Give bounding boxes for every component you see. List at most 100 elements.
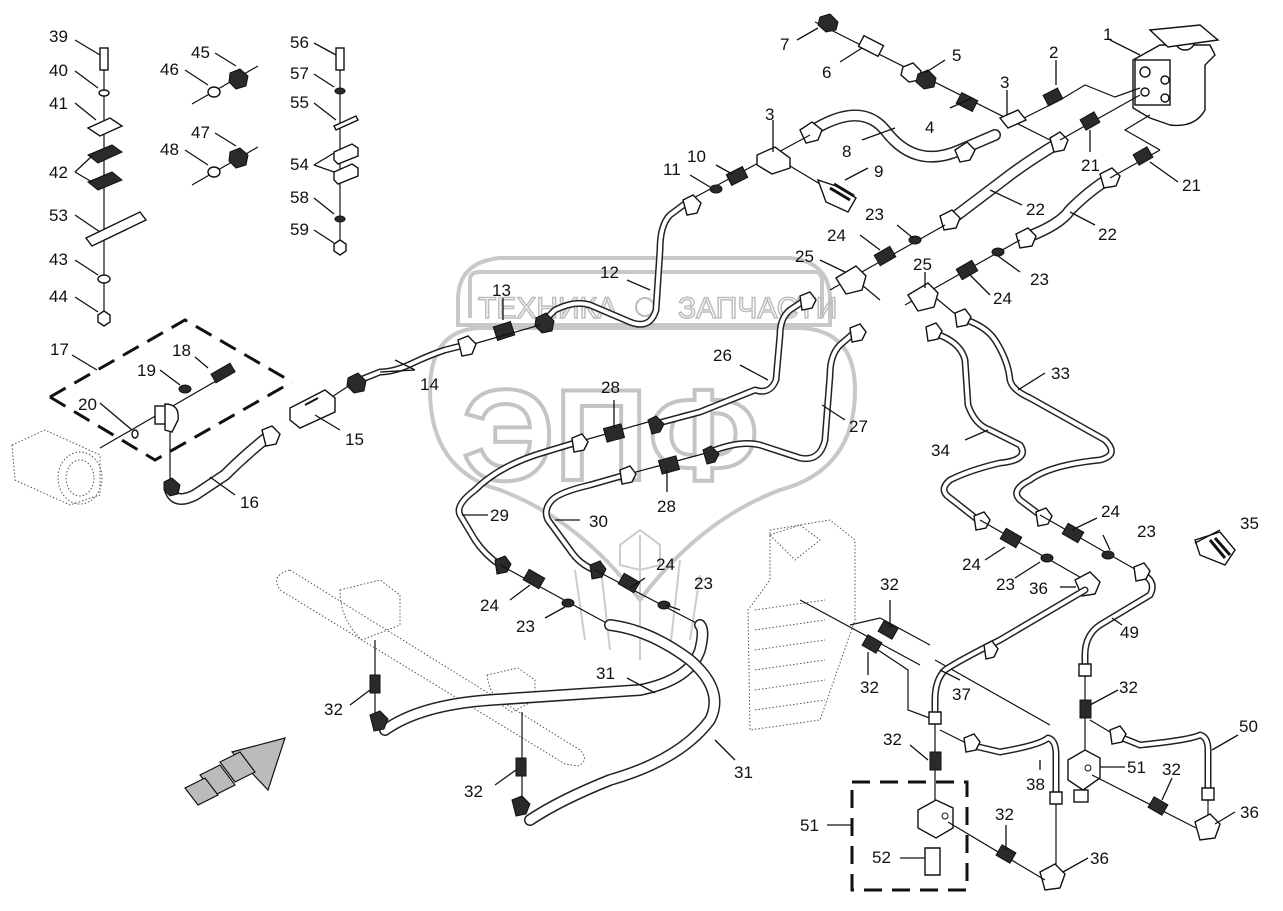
callout-23-e[interactable]: 23 — [996, 575, 1015, 594]
callout-23-d[interactable]: 23 — [694, 574, 713, 593]
tube-26[interactable] — [651, 291, 817, 428]
callout-24-d[interactable]: 24 — [656, 555, 675, 574]
callout-16[interactable]: 16 — [240, 493, 259, 512]
tube-29[interactable] — [455, 433, 589, 575]
adapter-10[interactable] — [725, 165, 749, 187]
callout-54[interactable]: 54 — [290, 155, 309, 174]
callout-24-a[interactable]: 24 — [827, 226, 846, 245]
callout-25-b[interactable]: 25 — [913, 255, 932, 274]
callout-8[interactable]: 8 — [842, 142, 851, 161]
tee-36b[interactable] — [1194, 813, 1221, 841]
callout-20[interactable]: 20 — [78, 395, 97, 414]
callout-28-upper[interactable]: 28 — [601, 378, 620, 397]
callout-32-f[interactable]: 32 — [1119, 678, 1138, 697]
callout-36-b[interactable]: 36 — [1240, 803, 1259, 822]
callout-42[interactable]: 42 — [49, 163, 68, 182]
callout-24-e[interactable]: 24 — [962, 555, 981, 574]
callout-21-upper[interactable]: 21 — [1081, 156, 1100, 175]
callout-32-a[interactable]: 32 — [324, 700, 343, 719]
washer-40[interactable] — [98, 89, 110, 97]
washer-23f[interactable] — [1101, 550, 1115, 560]
sleeve-46[interactable] — [207, 86, 221, 98]
callout-46[interactable]: 46 — [160, 60, 179, 79]
washer-23a[interactable] — [908, 235, 922, 245]
callout-27[interactable]: 27 — [849, 417, 868, 436]
callout-13[interactable]: 13 — [492, 281, 511, 300]
callout-23-a[interactable]: 23 — [865, 205, 884, 224]
callout-36-a[interactable]: 36 — [1029, 579, 1048, 598]
elbow-31a[interactable] — [369, 710, 389, 732]
callout-14[interactable]: 14 — [420, 375, 439, 394]
valve-block-51-left[interactable] — [917, 799, 954, 839]
bolt-56[interactable] — [335, 47, 345, 71]
callout-11[interactable]: 11 — [663, 160, 681, 179]
callout-38[interactable]: 38 — [1026, 775, 1045, 794]
tee-25a[interactable] — [835, 265, 867, 295]
callout-4[interactable]: 4 — [925, 118, 934, 137]
hose-16[interactable] — [163, 425, 281, 505]
callout-2[interactable]: 2 — [1049, 43, 1058, 62]
tube-37[interactable] — [928, 586, 1089, 725]
seal-20[interactable] — [131, 429, 139, 439]
filter-15[interactable] — [289, 384, 351, 429]
callout-31-b[interactable]: 31 — [734, 763, 753, 782]
callout-22-lower[interactable]: 22 — [1098, 225, 1117, 244]
callout-51-left[interactable]: 51 — [800, 816, 819, 835]
tee-25b[interactable] — [907, 282, 939, 312]
callout-21-lower[interactable]: 21 — [1182, 176, 1201, 195]
hose-8[interactable] — [799, 109, 1001, 163]
callout-3-upper[interactable]: 3 — [1000, 73, 1009, 92]
washer-57[interactable] — [334, 87, 346, 95]
callout-24-b[interactable]: 24 — [993, 289, 1012, 308]
hose-22-upper[interactable] — [939, 131, 1069, 231]
callout-24-c[interactable]: 24 — [480, 596, 499, 615]
callout-53[interactable]: 53 — [49, 206, 68, 225]
callout-32-h[interactable]: 32 — [995, 805, 1014, 824]
washer-23d[interactable] — [657, 600, 671, 610]
callout-57[interactable]: 57 — [290, 64, 309, 83]
callout-26[interactable]: 26 — [713, 346, 732, 365]
callout-32-c[interactable]: 32 — [880, 575, 899, 594]
tube-38[interactable] — [963, 733, 1063, 805]
tee-36c[interactable] — [1039, 863, 1066, 891]
callout-44[interactable]: 44 — [49, 287, 68, 306]
washer-23b[interactable] — [991, 247, 1005, 257]
tee-3-upper[interactable] — [998, 109, 1028, 129]
callout-10[interactable]: 10 — [687, 147, 706, 166]
callout-6[interactable]: 6 — [822, 63, 831, 82]
adapter-2[interactable] — [1042, 87, 1064, 107]
callout-29[interactable]: 29 — [490, 506, 509, 525]
plate-53[interactable] — [84, 211, 148, 247]
adapter-32g[interactable] — [1147, 796, 1169, 816]
adapter-32f[interactable] — [1079, 699, 1092, 719]
adapter-13[interactable] — [492, 320, 516, 342]
adapter-28-upper[interactable] — [602, 423, 626, 443]
adapter-32c[interactable] — [877, 620, 899, 640]
steering-unit-1[interactable] — [1132, 24, 1220, 127]
washer-43[interactable] — [97, 274, 111, 284]
callout-45[interactable]: 45 — [191, 43, 210, 62]
bolt-18[interactable] — [210, 362, 236, 384]
fitting-4[interactable] — [955, 91, 979, 113]
callout-7[interactable]: 7 — [780, 35, 789, 54]
callout-51-right[interactable]: 51 — [1127, 758, 1146, 777]
plug-7[interactable] — [817, 13, 839, 33]
callout-1[interactable]: 1 — [1103, 25, 1112, 44]
adapter-32b[interactable] — [515, 757, 527, 777]
tee-3-left[interactable] — [756, 146, 791, 175]
callout-23-c[interactable]: 23 — [516, 617, 535, 636]
washer-19[interactable] — [178, 384, 192, 394]
callout-36-c[interactable]: 36 — [1090, 849, 1109, 868]
adapter-24d[interactable] — [617, 572, 641, 594]
tube-34[interactable] — [925, 322, 1026, 531]
washer-23e[interactable] — [1040, 553, 1054, 563]
callout-50[interactable]: 50 — [1239, 717, 1258, 736]
adapter-6[interactable] — [857, 34, 885, 58]
callout-31-a[interactable]: 31 — [596, 664, 615, 683]
callout-48[interactable]: 48 — [160, 140, 179, 159]
nut-59[interactable] — [333, 239, 347, 256]
callout-56[interactable]: 56 — [290, 33, 309, 52]
callout-55[interactable]: 55 — [290, 93, 309, 112]
callout-58[interactable]: 58 — [290, 188, 309, 207]
callout-39[interactable]: 39 — [49, 27, 68, 46]
